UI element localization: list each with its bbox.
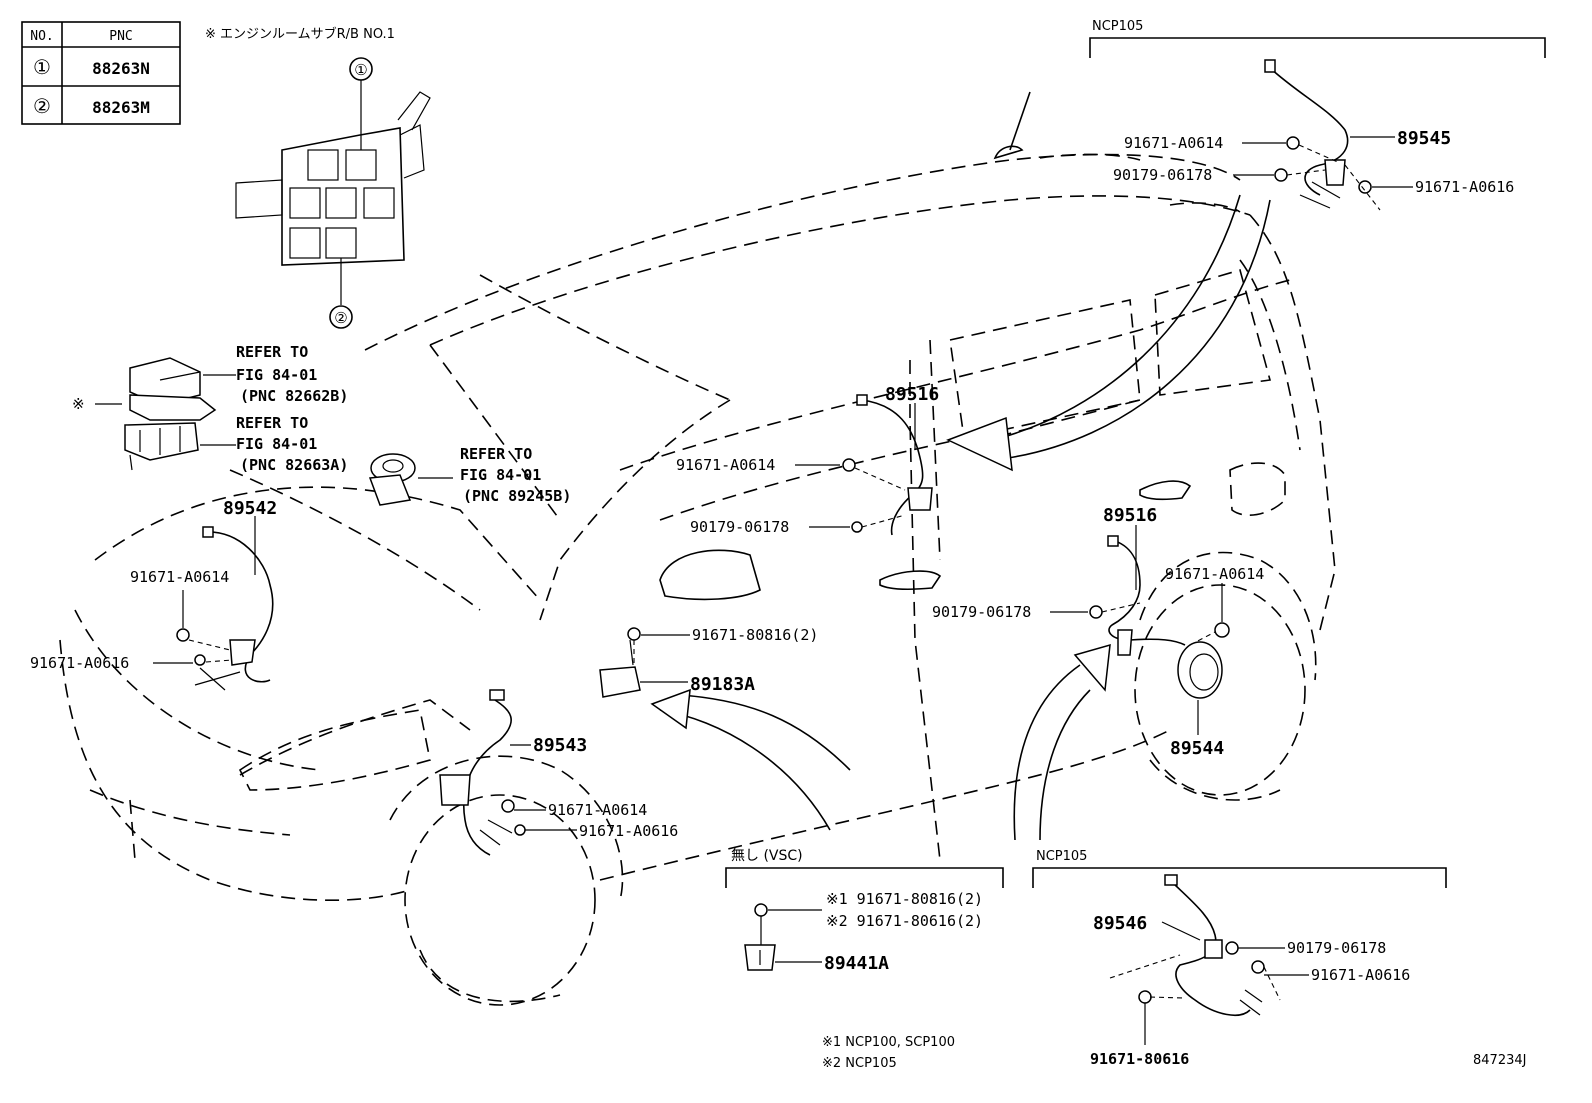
- refer-label: (PNC 82662B): [240, 387, 348, 405]
- part-label: 90179-06178: [1287, 939, 1386, 957]
- refer-label: REFER TO: [236, 343, 308, 361]
- sensor-89546: [1109, 874, 1281, 1016]
- part-label: 89542: [223, 498, 277, 519]
- table-row-no: ①: [33, 55, 51, 79]
- part-label: ※1 91671-80816(2): [826, 890, 983, 908]
- table-row-no: ②: [33, 94, 51, 118]
- figure-code: 847234J: [1473, 1053, 1526, 1068]
- part-label: 89546: [1093, 913, 1147, 934]
- part-label: 89543: [533, 735, 587, 756]
- arrow-to-rear-door-sensor: [946, 194, 1271, 472]
- group-bracket-ncp105-bottom: [1032, 867, 1447, 888]
- part-label: 91671-A0614: [1124, 134, 1223, 152]
- sensor-89542: [176, 526, 274, 691]
- part-label: 91671-A0616: [1415, 178, 1514, 196]
- table-row-pnc: 88263N: [92, 59, 150, 78]
- group-bracket-ncp105-top: [1089, 37, 1546, 58]
- sensor-89516-front: [842, 394, 933, 536]
- relay-box-82662B: [129, 357, 217, 421]
- group-title: NCP105: [1036, 849, 1087, 864]
- table-header-no: NO.: [30, 29, 53, 44]
- group-title: NCP105: [1092, 19, 1143, 34]
- part-label: 89544: [1170, 738, 1224, 759]
- part-label: 91671-A0614: [1165, 565, 1264, 583]
- table-row-pnc: 88263M: [92, 98, 150, 117]
- part-label: 91671-A0614: [130, 568, 229, 586]
- refer-label: FIG 84-01: [236, 435, 317, 453]
- refer-label: FIG 84-01: [236, 366, 317, 384]
- sensor-89543: [439, 689, 526, 856]
- car-outline: [59, 91, 1336, 1006]
- part-label: 91671-80616: [1090, 1050, 1189, 1068]
- part-label: 90179-06178: [932, 603, 1031, 621]
- part-label: 91671-A0614: [676, 456, 775, 474]
- part-label: 89516: [1103, 505, 1157, 526]
- refer-label: REFER TO: [460, 445, 532, 463]
- relay-box-82663A: [124, 422, 199, 471]
- part-label: 91671-A0616: [1311, 966, 1410, 984]
- part-label: 91671-A0614: [548, 801, 647, 819]
- part-label: 91671-80816(2): [692, 626, 818, 644]
- refer-label: (PNC 82663A): [240, 456, 348, 474]
- module-89183A: [599, 627, 641, 698]
- sensor-89516-rear: [1089, 535, 1230, 656]
- part-label: 91671-A0616: [579, 822, 678, 840]
- pnc-table: NO. PNC ① 88263N ② 88263M: [21, 21, 181, 125]
- part-label: 90179-06178: [1113, 166, 1212, 184]
- group-title: 無し (VSC): [731, 848, 803, 864]
- relay-block-drawing: [235, 80, 431, 305]
- refer-label: (PNC 89245B): [463, 487, 571, 505]
- footnote: ※1 NCP100, SCP100: [822, 1035, 955, 1050]
- spiral-cable-89245B: [368, 453, 416, 506]
- group-bracket-no-vsc: [725, 867, 1004, 888]
- engine-room-note: ※ エンジンルームサブR/B NO.1: [205, 26, 395, 42]
- part-label: ※2 91671-80616(2): [826, 912, 983, 930]
- sensor-89545: [1264, 59, 1381, 211]
- refer-label: REFER TO: [236, 414, 308, 432]
- part-label: 89516: [885, 384, 939, 405]
- part-label: 91671-A0616: [30, 654, 129, 672]
- part-label: 89441A: [824, 953, 889, 974]
- module-89441A: [744, 903, 776, 971]
- callout-1: ①: [354, 61, 367, 79]
- refer-label: FIG 84-01: [460, 466, 541, 484]
- callout-2: ②: [334, 309, 347, 327]
- part-label: 89183A: [690, 674, 755, 695]
- table-header-pnc: PNC: [109, 29, 132, 44]
- asterisk-mark: ※: [72, 395, 85, 413]
- arrow-to-module-89183A: [650, 688, 851, 831]
- footnote: ※2 NCP105: [822, 1056, 897, 1071]
- part-label: 90179-06178: [690, 518, 789, 536]
- arrow-to-rear-wheel-sensor: [1013, 643, 1111, 841]
- sensor-ring-89544: [1177, 641, 1223, 699]
- part-label: 89545: [1397, 128, 1451, 149]
